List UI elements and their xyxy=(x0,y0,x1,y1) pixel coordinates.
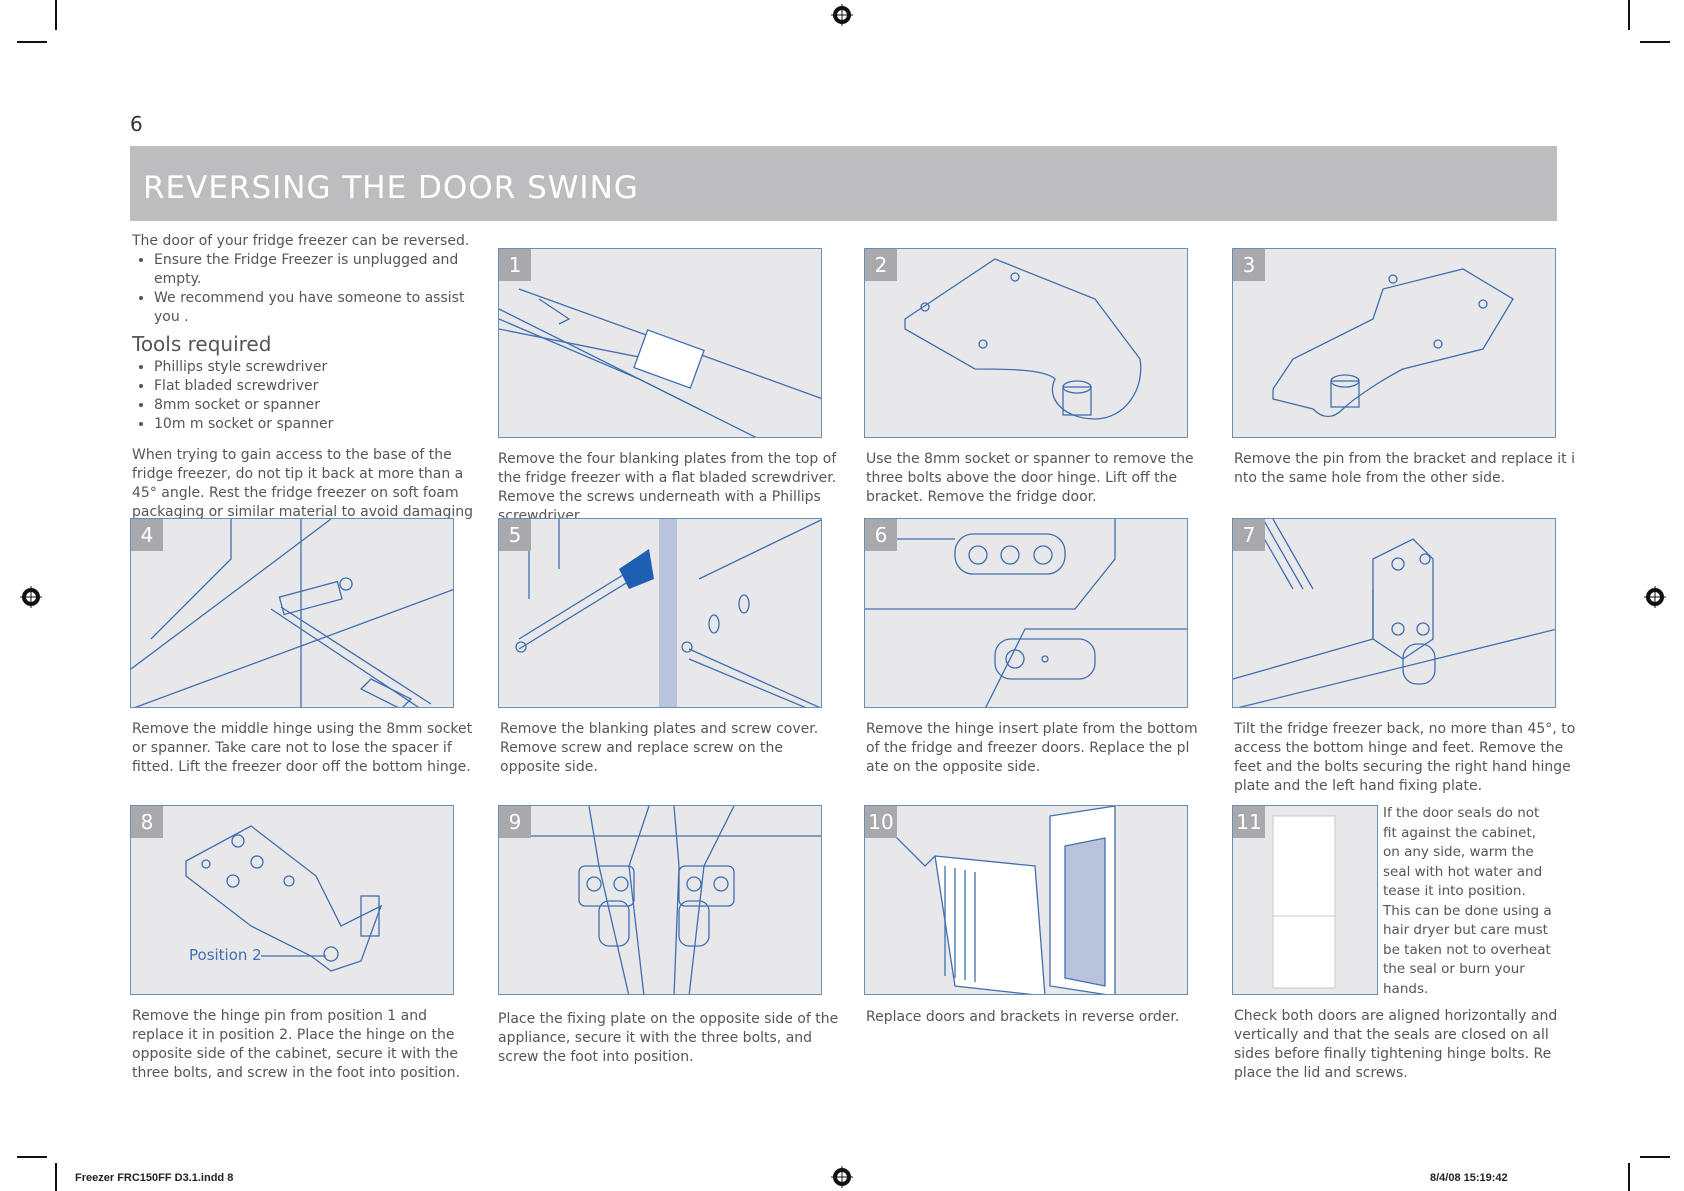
crop-mark xyxy=(17,1156,47,1158)
registration-mark-icon xyxy=(831,1166,853,1188)
registration-mark-icon xyxy=(20,586,42,608)
step-11-caption: Check both doors are aligned horizontall… xyxy=(1234,1007,1579,1083)
reassembly-illustration xyxy=(865,806,1188,995)
step-10-illustration: 10 xyxy=(864,805,1188,995)
tools-list: Phillips style screwdriver Flat bladed s… xyxy=(132,358,492,434)
step-number: 7 xyxy=(1233,519,1265,551)
step-1-caption: Remove the four blanking plates from the… xyxy=(498,450,843,526)
crop-mark xyxy=(1628,0,1630,30)
step-6-illustration: 6 xyxy=(864,518,1188,708)
tool-item: 8mm socket or spanner xyxy=(154,396,492,415)
screwdriver-illustration xyxy=(499,249,822,438)
step-number: 9 xyxy=(499,806,531,838)
page-number: 6 xyxy=(130,112,143,136)
step-2-illustration: 2 xyxy=(864,248,1188,438)
step-7-illustration: 7 xyxy=(1232,518,1556,708)
step-number: 3 xyxy=(1233,249,1265,281)
hinge-pin-illustration xyxy=(1233,249,1556,438)
intro-bullets: Ensure the Fridge Freezer is unplugged a… xyxy=(132,251,492,327)
blanking-plate-illustration xyxy=(499,519,822,708)
step-6-caption: Remove the hinge insert plate from the b… xyxy=(866,720,1211,777)
step-8-caption: Remove the hinge pin from position 1 and… xyxy=(132,1007,477,1083)
step-number: 2 xyxy=(865,249,897,281)
step-3-illustration: 3 xyxy=(1232,248,1556,438)
tool-item: Flat bladed screwdriver xyxy=(154,377,492,396)
step-9-caption: Place the fixing plate on the opposite s… xyxy=(498,1010,843,1067)
step-5-illustration: 5 xyxy=(498,518,822,708)
door-seal-note: If the door seals do not fit against the… xyxy=(1383,804,1553,999)
step-8-illustration: Position 2 8 xyxy=(130,805,454,995)
intro-section: The door of your fridge freezer can be r… xyxy=(132,232,492,541)
step-7-caption: Tilt the fridge freezer back, no more th… xyxy=(1234,720,1579,796)
step-number: 10 xyxy=(865,806,897,838)
step-10-caption: Replace doors and brackets in reverse or… xyxy=(866,1008,1211,1027)
middle-hinge-illustration xyxy=(131,519,454,708)
step-1-illustration: 1 xyxy=(498,248,822,438)
step-5-caption: Remove the blanking plates and screw cov… xyxy=(500,720,845,777)
tool-item: 10m m socket or spanner xyxy=(154,415,492,434)
step-2-caption: Use the 8mm socket or spanner to remove … xyxy=(866,450,1211,507)
step-4-caption: Remove the middle hinge using the 8mm so… xyxy=(132,720,477,777)
file-slug: Freezer FRC150FF D3.1.indd 8 xyxy=(75,1172,233,1184)
hinge-bracket-illustration xyxy=(865,249,1188,438)
tools-heading: Tools required xyxy=(132,335,492,354)
crop-mark xyxy=(1640,1156,1670,1158)
hinge-position-illustration xyxy=(131,806,454,995)
crop-mark xyxy=(55,1163,57,1191)
page-title: REVERSING THE DOOR SWING xyxy=(143,170,639,206)
crop-mark xyxy=(1640,41,1670,43)
crop-mark xyxy=(1628,1163,1630,1191)
tool-item: Phillips style screwdriver xyxy=(154,358,492,377)
intro-bullet: Ensure the Fridge Freezer is unplugged a… xyxy=(154,251,492,289)
step-3-caption: Remove the pin from the bracket and repl… xyxy=(1234,450,1579,488)
bottom-hinge-illustration xyxy=(1233,519,1556,708)
step-number: 4 xyxy=(131,519,163,551)
intro-bullet: We recommend you have someone to assist … xyxy=(154,289,492,327)
step-4-illustration: 4 xyxy=(130,518,454,708)
step-number: 11 xyxy=(1233,806,1265,838)
crop-mark xyxy=(55,0,57,30)
registration-mark-icon xyxy=(831,4,853,26)
intro-lead: The door of your fridge freezer can be r… xyxy=(132,232,492,251)
step-9-illustration: 9 xyxy=(498,805,822,995)
step-11-illustration: 11 xyxy=(1232,805,1378,995)
hinge-insert-illustration xyxy=(865,519,1188,708)
step-number: 1 xyxy=(499,249,531,281)
fixing-plate-illustration xyxy=(499,806,822,995)
step-number: 5 xyxy=(499,519,531,551)
step-number: 6 xyxy=(865,519,897,551)
step-number: 8 xyxy=(131,806,163,838)
date-slug: 8/4/08 15:19:42 xyxy=(1430,1172,1508,1184)
registration-mark-icon xyxy=(1644,586,1666,608)
position-2-label: Position 2 xyxy=(189,946,262,964)
crop-mark xyxy=(17,41,47,43)
